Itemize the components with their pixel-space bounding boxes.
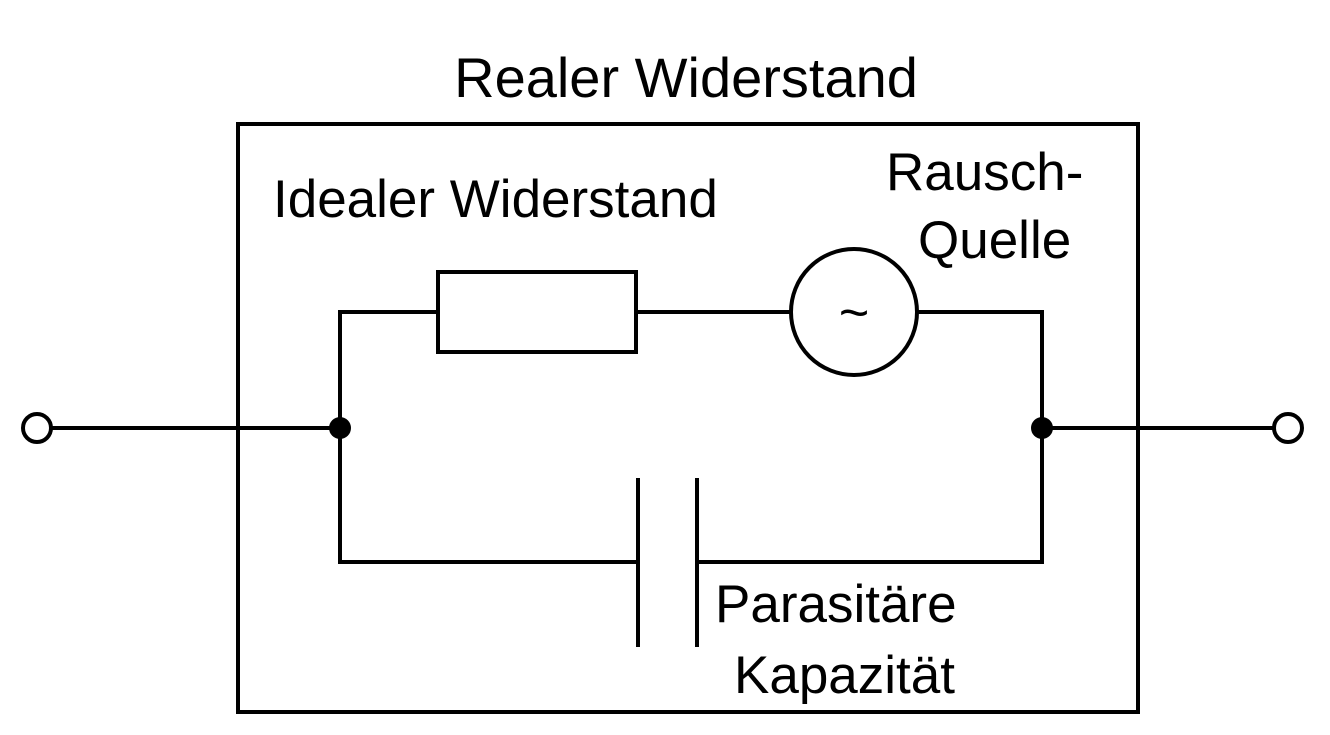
ideal-resistor-label: Idealer Widerstand xyxy=(273,170,718,229)
right-terminal xyxy=(1272,412,1304,444)
capacitance-label-line1: Parasitäre xyxy=(715,575,957,634)
capacitance-label-line2: Kapazität xyxy=(734,646,955,705)
noise-source-label-line2: Quelle xyxy=(918,211,1071,270)
diagram-title: Realer Widerstand xyxy=(454,46,918,109)
real-resistor-box xyxy=(236,122,1140,714)
noise-tilde-symbol: ~ xyxy=(839,284,869,342)
right-junction-dot xyxy=(1031,417,1053,439)
left-junction-dot xyxy=(329,417,351,439)
ideal-resistor-symbol xyxy=(436,270,638,354)
noise-source-label-line1: Rausch- xyxy=(886,143,1083,202)
left-terminal xyxy=(21,412,53,444)
